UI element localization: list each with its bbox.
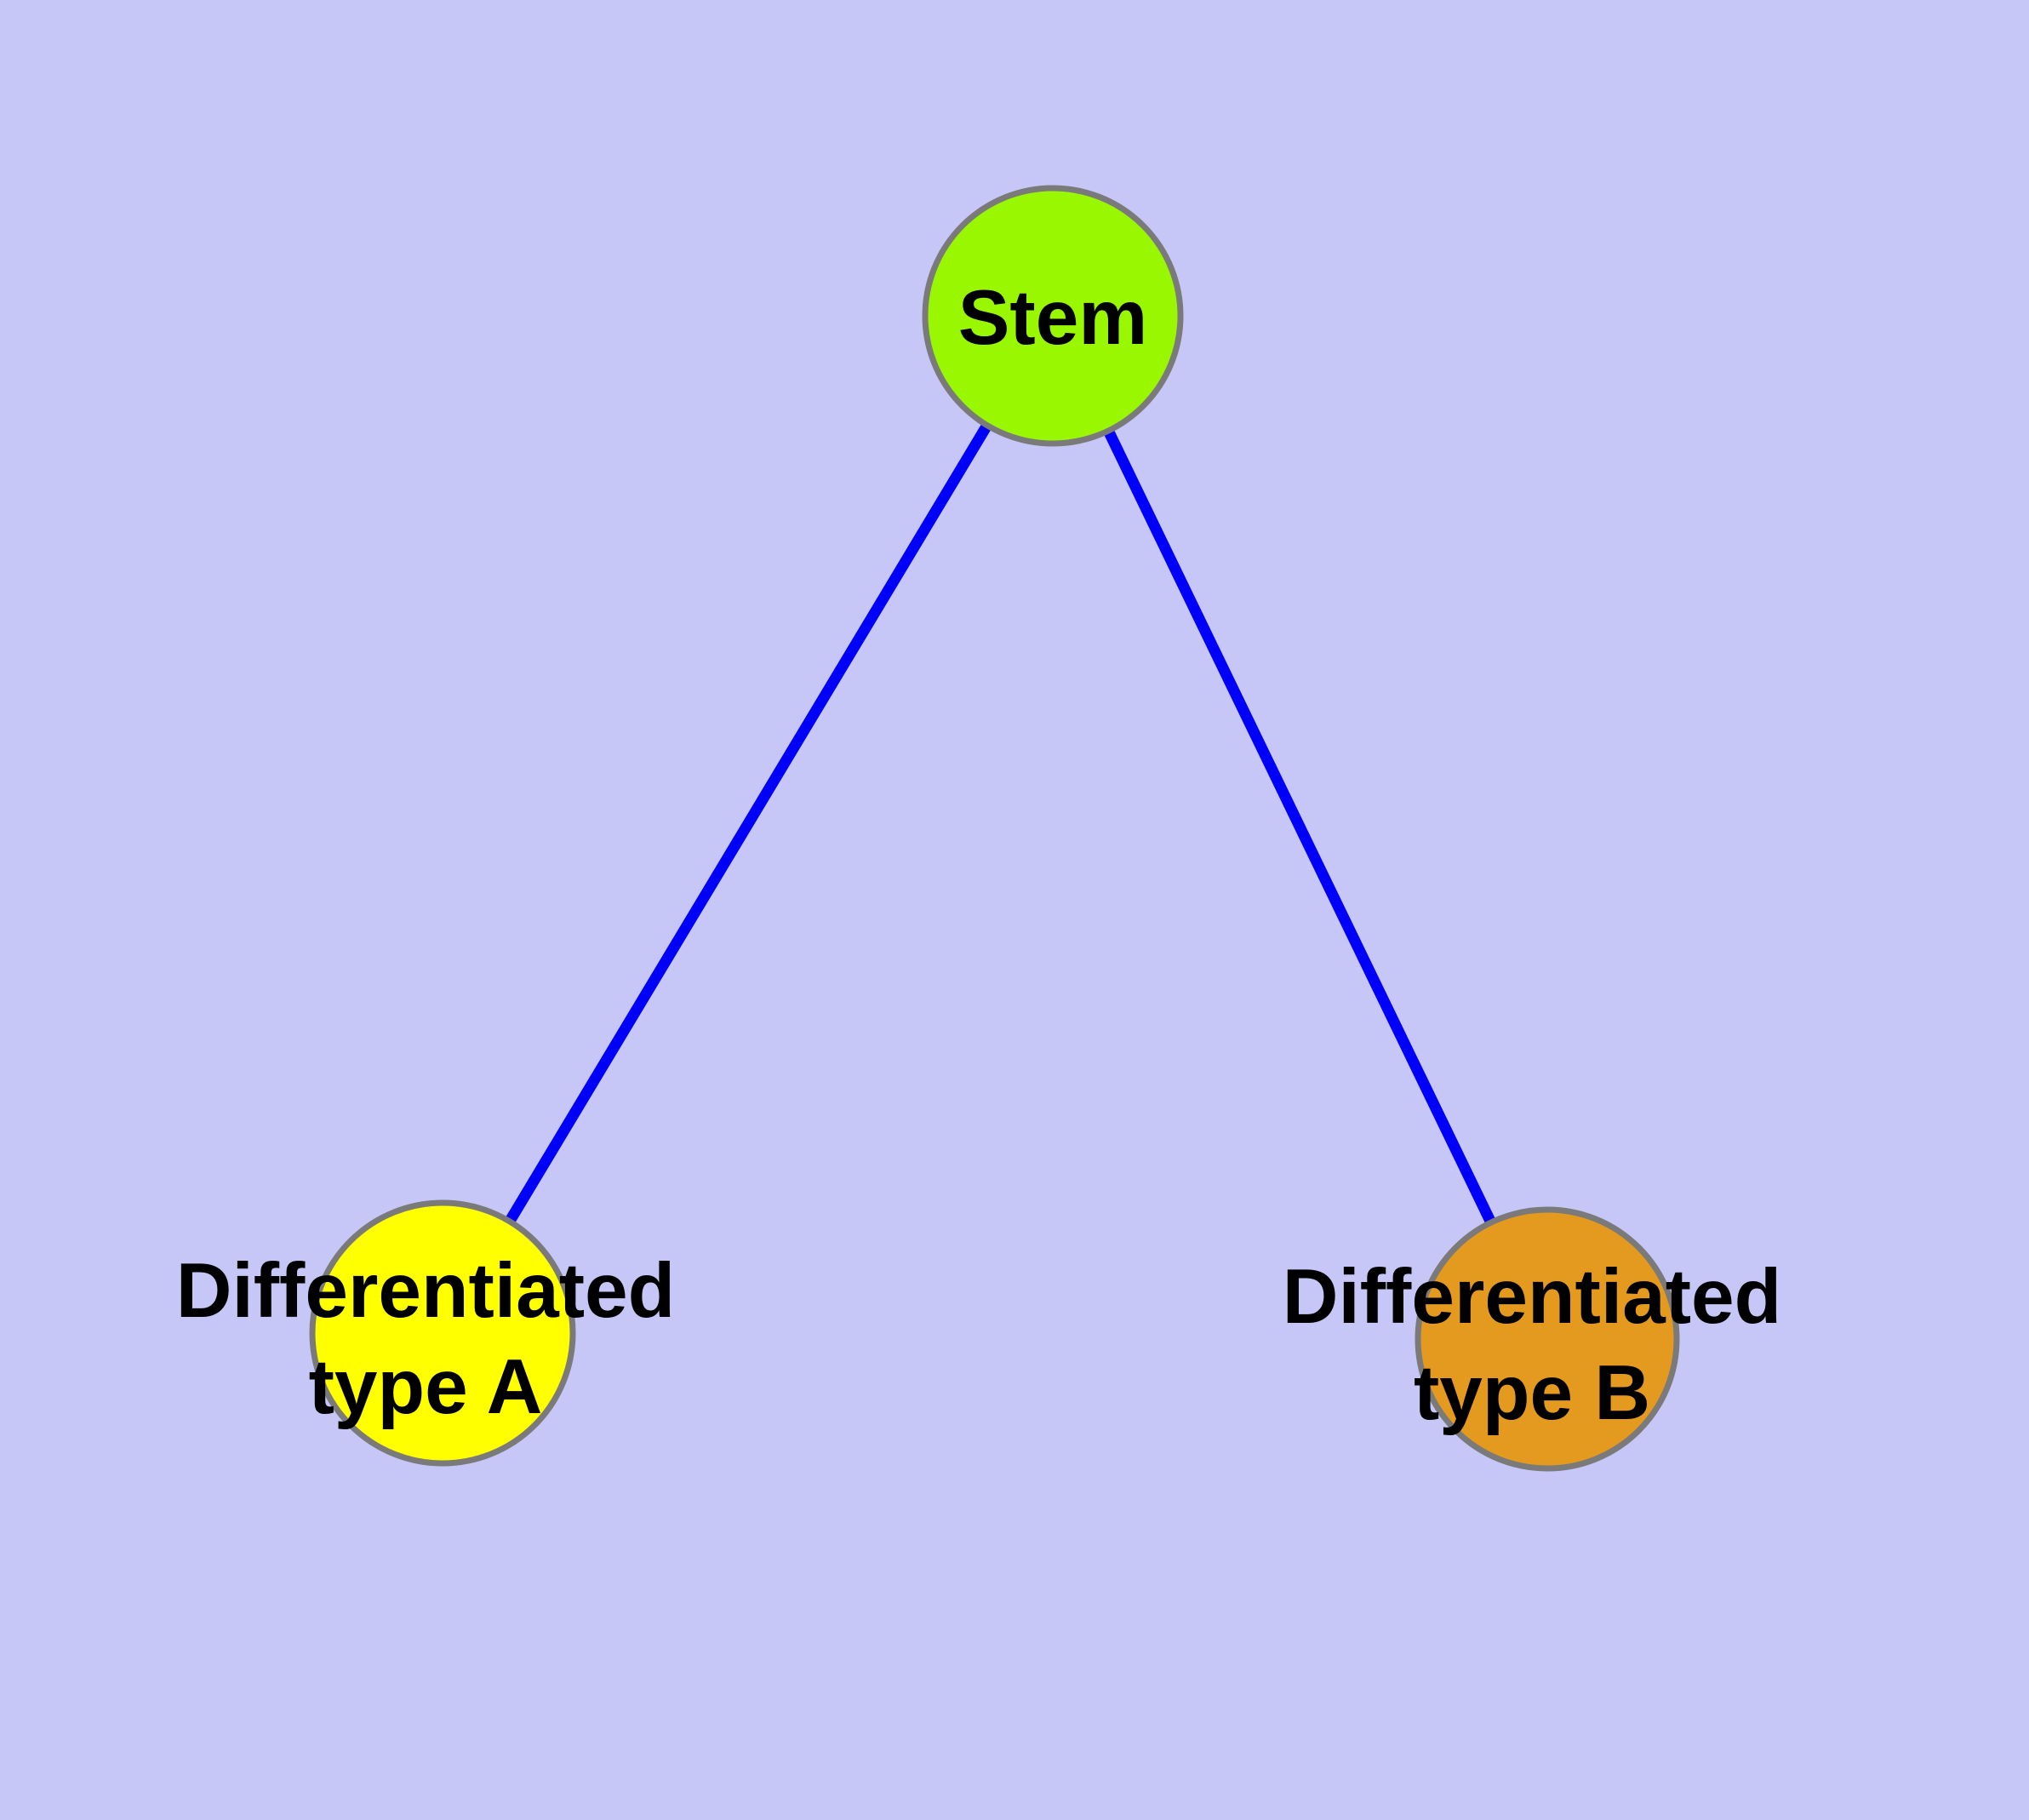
- node-stem-label: Stem: [958, 275, 1148, 361]
- node-type-b-label-line2: type B: [1414, 1350, 1650, 1436]
- node-type-b-label-line1: Differentiated: [1283, 1254, 1782, 1340]
- node-type-a-label-line1: Differentiated: [176, 1248, 676, 1334]
- node-type-b-circle: [1415, 1206, 1680, 1472]
- edge-stem-to-type-b: [1048, 313, 1552, 1342]
- node-type-a-circle: [309, 1199, 576, 1467]
- node-stem-circle: [922, 185, 1184, 447]
- node-type-a-label-line2: type A: [309, 1344, 543, 1430]
- edge-stem-to-type-a: [437, 312, 1058, 1336]
